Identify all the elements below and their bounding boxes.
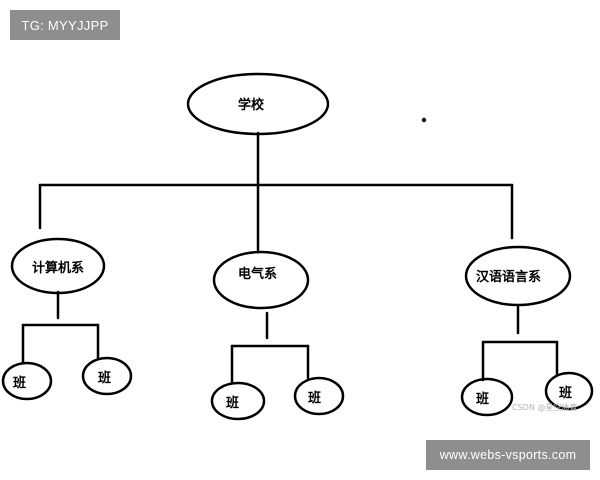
class-node-3-1 <box>460 377 514 417</box>
class-label-1-2: 班 <box>98 370 111 386</box>
dept-label-2: 电气系 <box>238 266 277 282</box>
dept-node-2 <box>212 250 310 310</box>
dept-node-1 <box>10 237 106 295</box>
dept-label-3: 汉语语言系 <box>476 269 541 285</box>
root-label: 学校 <box>238 97 265 113</box>
class-label-3-1: 班 <box>476 391 489 407</box>
root-node <box>186 72 330 136</box>
csdn-watermark: CSDN @星空体育 <box>512 403 578 412</box>
dept-label-1: 计算机系 <box>32 260 84 276</box>
class-node-2-1 <box>210 381 266 421</box>
class-node-1-2 <box>81 356 133 396</box>
site-watermark: www.webs-vsports.com <box>426 440 590 470</box>
dept-node-3 <box>464 245 572 307</box>
class-label-3-2: 班 <box>559 385 572 401</box>
class-label-1-1: 班 <box>13 375 26 391</box>
class-label-2-2: 班 <box>308 390 321 406</box>
class-node-3-2 <box>544 371 594 411</box>
class-label-2-1: 班 <box>226 395 239 411</box>
class-node-2-2 <box>293 376 345 416</box>
stray-dot <box>421 117 427 123</box>
class-node-1-1 <box>1 361 53 401</box>
tg-watermark: TG: MYYJJPP <box>10 10 120 40</box>
